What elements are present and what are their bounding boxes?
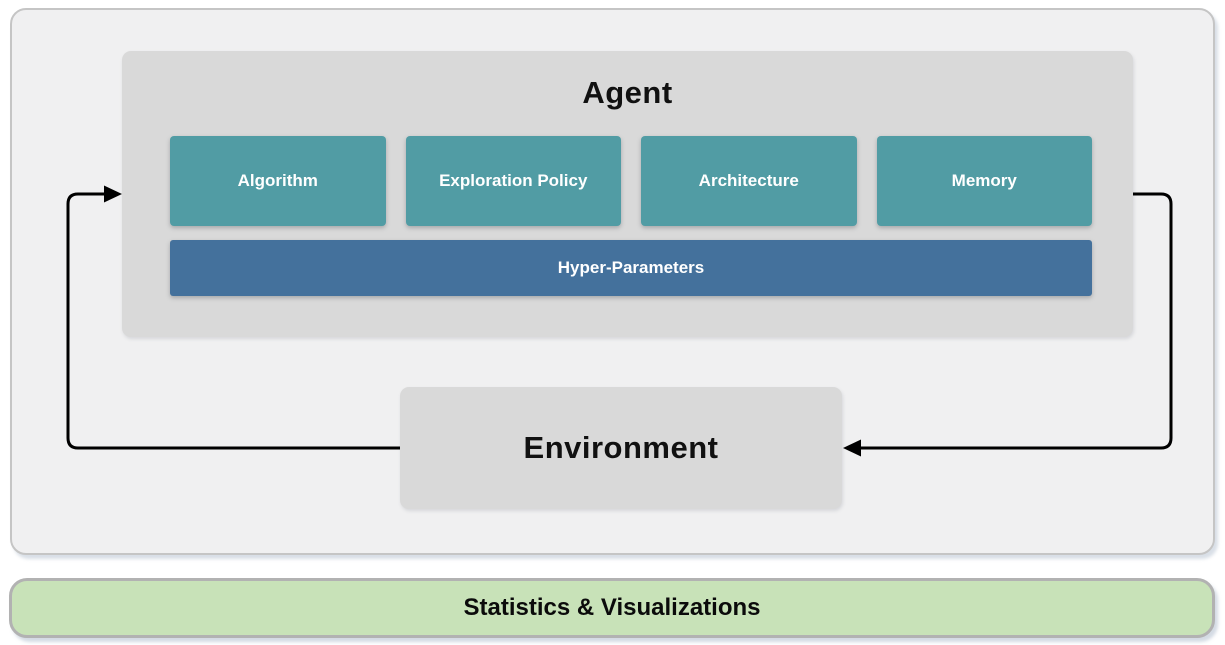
agent-panel: Agent Algorithm Exploration Policy Archi… [122, 51, 1133, 337]
agent-components-row: Algorithm Exploration Policy Architectur… [170, 136, 1092, 226]
component-algorithm: Algorithm [170, 136, 386, 226]
hyper-parameters-bar: Hyper-Parameters [170, 240, 1092, 296]
component-architecture: Architecture [641, 136, 857, 226]
agent-title: Agent [582, 75, 673, 110]
environment-title: Environment [523, 430, 719, 465]
component-memory: Memory [876, 136, 1092, 226]
environment-box: Environment [400, 387, 842, 509]
stats-visualizations-label: Statistics & Visualizations [463, 594, 761, 621]
stats-visualizations-bar: Statistics & Visualizations [9, 578, 1215, 638]
component-exploration-policy: Exploration Policy [405, 136, 621, 226]
